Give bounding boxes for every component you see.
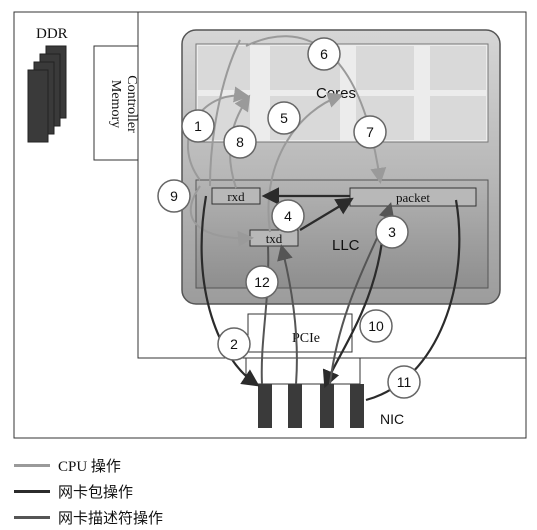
legend: CPU 操作 网卡包操作 网卡描述符操作 [14, 452, 163, 530]
step-markers: 1 2 3 4 5 6 7 8 9 10 11 12 [157, 37, 421, 399]
memory-controller-label-line1: Memory [108, 80, 123, 128]
llc-label: LLC [332, 237, 360, 254]
txd-label: txd [266, 231, 283, 246]
step-12: 12 [254, 274, 270, 290]
step-10: 10 [368, 318, 384, 334]
legend-label-descriptor: 网卡描述符操作 [58, 510, 164, 527]
legend-label-cpu: CPU 操作 [58, 458, 121, 475]
legend-swatch-cpu [14, 463, 50, 467]
step-6: 6 [320, 46, 328, 62]
step-4: 4 [284, 208, 292, 224]
step-5: 5 [280, 110, 288, 126]
legend-item-descriptor: 网卡描述符操作 [14, 504, 163, 530]
step-7: 7 [366, 124, 374, 140]
step-11: 11 [397, 374, 412, 390]
nic-bus [245, 357, 361, 385]
pcie-label: PCIe [292, 331, 320, 346]
legend-item-cpu: CPU 操作 [14, 452, 163, 478]
nic-label: NIC [380, 411, 404, 427]
step-3: 3 [388, 224, 396, 240]
memory-controller-box [93, 45, 139, 161]
legend-label-packet: 网卡包操作 [58, 484, 134, 501]
step-2: 2 [230, 336, 238, 352]
ddr-modules [27, 45, 67, 143]
memory-controller-label-line2: Controller [124, 75, 139, 133]
nic-ports [258, 384, 364, 428]
step-8: 8 [236, 134, 244, 150]
cores-label: Cores [316, 85, 356, 102]
legend-swatch-descriptor [14, 515, 50, 519]
step-9: 9 [170, 188, 178, 204]
legend-swatch-packet [14, 489, 50, 493]
legend-item-packet: 网卡包操作 [14, 478, 163, 504]
step-1: 1 [194, 118, 202, 134]
packet-label: packet [396, 190, 430, 205]
rxd-label: rxd [227, 189, 245, 204]
ddr-label: DDR [36, 26, 68, 42]
